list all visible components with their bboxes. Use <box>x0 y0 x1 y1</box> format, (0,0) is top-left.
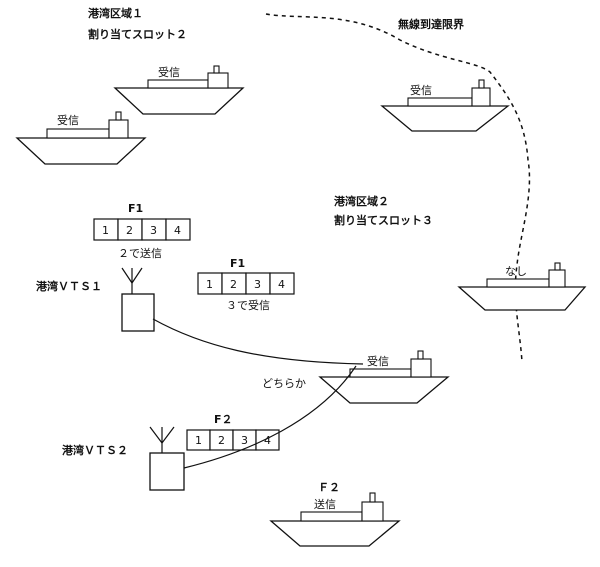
frame-f1-vts1-slot-1: 1 <box>102 224 109 237</box>
radio-limit-label: 無線到達限界 <box>398 17 464 31</box>
frame-f2-vts2-title: F２ <box>214 413 233 426</box>
frame-f1-vts1-caption: ２で送信 <box>118 246 162 260</box>
zone2-name: 港湾区域２ <box>334 194 389 208</box>
frame-f2-vts2-slot-2: 2 <box>218 434 225 447</box>
zone1-slot: 割り当てスロット２ <box>88 27 187 41</box>
ship-f2-title: Ｆ２ <box>318 481 340 494</box>
vts1-label: 港湾ＶＴＳ１ <box>36 279 102 293</box>
ship-receiving-center: 受信 どちらか <box>262 350 450 404</box>
zone2-slot: 割り当てスロット３ <box>334 213 433 227</box>
ship-receiving-2: 受信 <box>15 111 147 165</box>
frame-f1-receive-slot-3: 3 <box>254 278 261 291</box>
ship3-label: 受信 <box>410 84 432 97</box>
radio-limit-boundary <box>265 13 531 363</box>
ship1-label: 受信 <box>158 66 180 79</box>
frame-f1-vts1-title: F1 <box>128 202 143 215</box>
frame-f1-receive-caption: ３で受信 <box>226 299 270 312</box>
ship2-label: 受信 <box>57 114 79 127</box>
vts2-label: 港湾ＶＴＳ２ <box>62 443 128 457</box>
link-vts2-to-center-ship <box>183 365 357 469</box>
frame-f2-vts2-slot-4: 4 <box>264 434 271 447</box>
link-vts1-to-center-ship <box>152 318 364 365</box>
frame-f2-vts2-slot-3: 3 <box>241 434 248 447</box>
ship-transmitting-f2: Ｆ２ 送信 <box>269 481 401 547</box>
vts1-box <box>121 293 155 332</box>
ship-center-note: どちらか <box>262 377 306 390</box>
ship-no-reception: なし <box>457 262 587 311</box>
ship-none-label: なし <box>505 265 527 278</box>
frame-f1-receive-slot-4: 4 <box>278 278 285 291</box>
vts2-box <box>149 452 185 491</box>
frame-f1-receive: F1 1 2 3 4 ３で受信 <box>197 257 295 312</box>
frame-f1-receive-slot-2: 2 <box>230 278 237 291</box>
frame-f1-receive-title: F1 <box>230 257 245 270</box>
frame-f1-vts1-slot-4: 4 <box>174 224 181 237</box>
zone1-name: 港湾区域１ <box>88 6 143 20</box>
frame-f1-receive-slot-1: 1 <box>206 278 213 291</box>
ship-f2-label: 送信 <box>314 497 336 511</box>
vts1-station: 港湾ＶＴＳ１ <box>36 267 155 332</box>
frame-f1-vts1: F1 1 2 3 4 ２で送信 <box>93 202 191 260</box>
frame-f1-vts1-slot-2: 2 <box>126 224 133 237</box>
ship-receiving-1: 受信 <box>113 65 245 115</box>
frame-f1-vts1-slot-3: 3 <box>150 224 157 237</box>
ship-center-label: 受信 <box>367 355 389 368</box>
ship-receiving-3: 受信 <box>380 79 510 132</box>
frame-f2-vts2-slot-1: 1 <box>195 434 202 447</box>
frame-f2-vts2: F２ 1 2 3 4 <box>186 413 280 451</box>
vts2-station: 港湾ＶＴＳ２ <box>62 426 185 491</box>
